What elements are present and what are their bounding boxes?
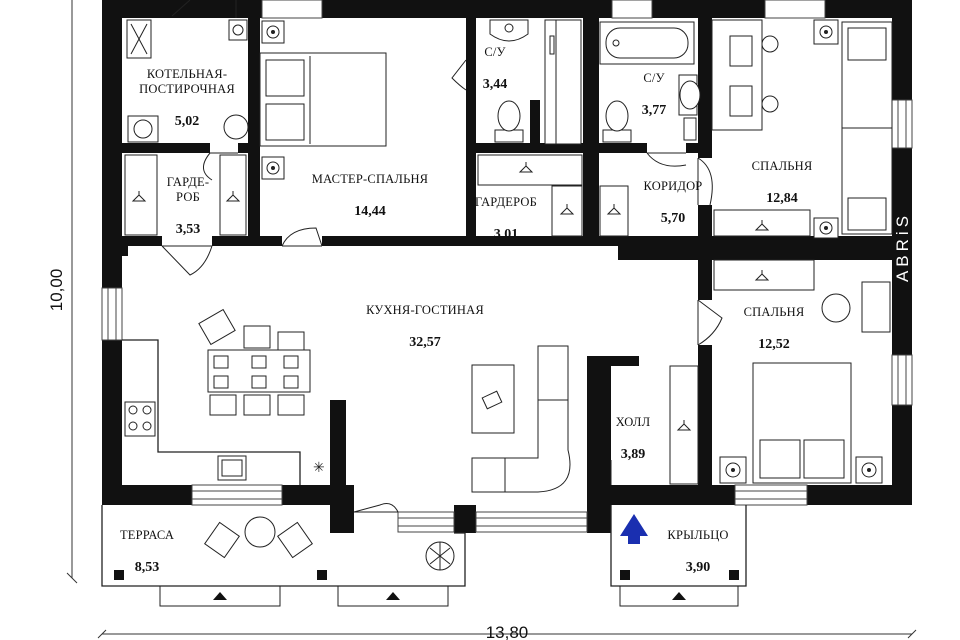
room-name-porch: КРЫЛЬЦО — [667, 528, 728, 542]
dimension-width-label: 13,80 — [486, 623, 529, 640]
room-name-wardrobe-1: ГАРДЕ- — [167, 175, 209, 189]
room-name-bath-2: С/У — [643, 71, 664, 85]
bathroom-2-fixtures — [599, 21, 701, 143]
room-name-bath-1: С/У — [484, 45, 505, 59]
kitchen-living-furniture: ✳ — [122, 308, 571, 493]
room-area-corridor: 5,70 — [661, 211, 686, 226]
terrace — [101, 505, 466, 607]
room-area-wardrobe-2: 3,01 — [494, 227, 519, 242]
room-area-boiler: 5,02 — [175, 114, 200, 129]
toilet-icon — [497, 100, 521, 132]
room-name-bedroom-1: СПАЛЬНЯ — [752, 159, 813, 173]
bedroom-2-furniture — [713, 259, 891, 484]
room-area-porch: 3,90 — [686, 560, 711, 575]
hanger-icon — [131, 191, 147, 202]
bathroom-1-fixtures — [489, 19, 582, 145]
brand-logo-text: ABRiS — [893, 212, 912, 282]
room-name-hall: ХОЛЛ — [616, 415, 651, 429]
hanger-icon — [754, 220, 770, 231]
bedroom-1-furniture — [711, 19, 893, 239]
room-area-bath-2: 3,77 — [642, 103, 667, 118]
boiler-room-fixtures — [126, 19, 249, 143]
room-name-living: КУХНЯ-ГОСТИНАЯ — [366, 303, 484, 317]
hanger-icon — [518, 162, 534, 173]
interior-walls — [122, 18, 892, 485]
doors — [161, 0, 723, 513]
sink-icon — [679, 80, 701, 110]
toilet-icon — [605, 100, 629, 132]
dimension-lines: 10,00 13,80 — [47, 0, 917, 640]
room-area-bedroom-1: 12,84 — [766, 191, 798, 206]
wardrobe-1-fixtures — [124, 154, 247, 236]
room-area-master: 14,44 — [354, 204, 386, 219]
hanger-icon — [676, 420, 692, 431]
hanger-icon — [559, 204, 575, 215]
room-name-terrace: ТЕРРАСА — [120, 528, 174, 542]
room-name-boiler: ПОСТИРОЧНАЯ — [139, 82, 235, 96]
hall-fixtures — [669, 365, 699, 485]
room-name-bedroom-2: СПАЛЬНЯ — [744, 305, 805, 319]
room-name-wardrobe-1: РОБ — [176, 190, 200, 204]
room-area-living: 32,57 — [409, 335, 441, 350]
room-name-corridor: КОРИДОР — [644, 179, 703, 193]
entrance-arrow-icon — [620, 514, 648, 544]
dimension-height-label: 10,00 — [47, 269, 66, 312]
room-name-master: МАСТЕР-СПАЛЬНЯ — [312, 172, 428, 186]
wardrobe-2-fixtures — [477, 154, 583, 237]
room-area-bath-1: 3,44 — [483, 77, 508, 92]
hanger-icon — [606, 204, 622, 215]
stove-icon — [124, 401, 156, 437]
room-name-boiler: КОТЕЛЬНАЯ- — [147, 67, 227, 81]
sink-icon — [489, 19, 529, 42]
master-bedroom-furniture — [259, 20, 387, 180]
corridor-fixtures — [599, 185, 629, 237]
hanger-icon — [225, 191, 241, 202]
room-area-terrace: 8,53 — [135, 560, 160, 575]
porch — [610, 505, 747, 607]
room-area-hall: 3,89 — [621, 447, 646, 462]
windows — [101, 0, 913, 533]
room-name-wardrobe-2: ГАРДЕРОБ — [475, 195, 537, 209]
sofa — [471, 345, 571, 493]
svg-text:✳: ✳ — [313, 459, 325, 475]
room-area-bedroom-2: 12,52 — [758, 337, 790, 352]
room-area-wardrobe-1: 3,53 — [176, 222, 201, 237]
hanger-icon — [754, 270, 770, 281]
